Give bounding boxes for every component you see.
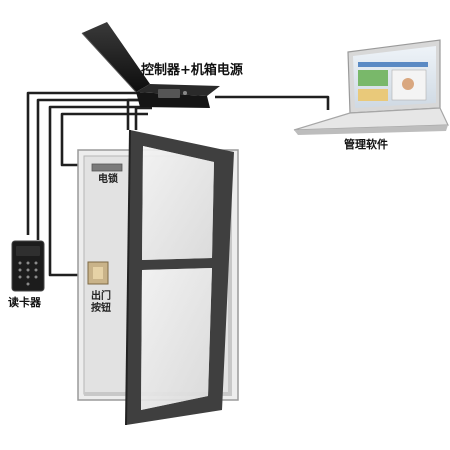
cable-door-b (134, 106, 152, 130)
cable-exit-button-b (60, 112, 148, 167)
laptop (293, 39, 449, 135)
card-reader (11, 240, 45, 292)
electric-lock-label: 电锁 (98, 174, 118, 185)
card-reader-label: 读卡器 (8, 296, 41, 309)
exit-button-label-line2: 按钮 (91, 303, 111, 314)
exit-button-label: 出门 按钮 (91, 291, 111, 315)
controller-box (81, 22, 220, 108)
electric-lock (91, 163, 123, 172)
cable-lock (36, 98, 142, 240)
controller-power-label: 控制器+机箱电源 (141, 63, 243, 78)
exit-button (87, 261, 109, 285)
cable-software (215, 95, 330, 110)
open-door (125, 129, 234, 426)
exit-button-label-line1: 出门 (91, 291, 111, 302)
cables (26, 91, 330, 277)
management-software-label: 管理软件 (344, 138, 388, 151)
cable-exit-button-a (48, 105, 145, 277)
cable-reader (26, 91, 140, 235)
